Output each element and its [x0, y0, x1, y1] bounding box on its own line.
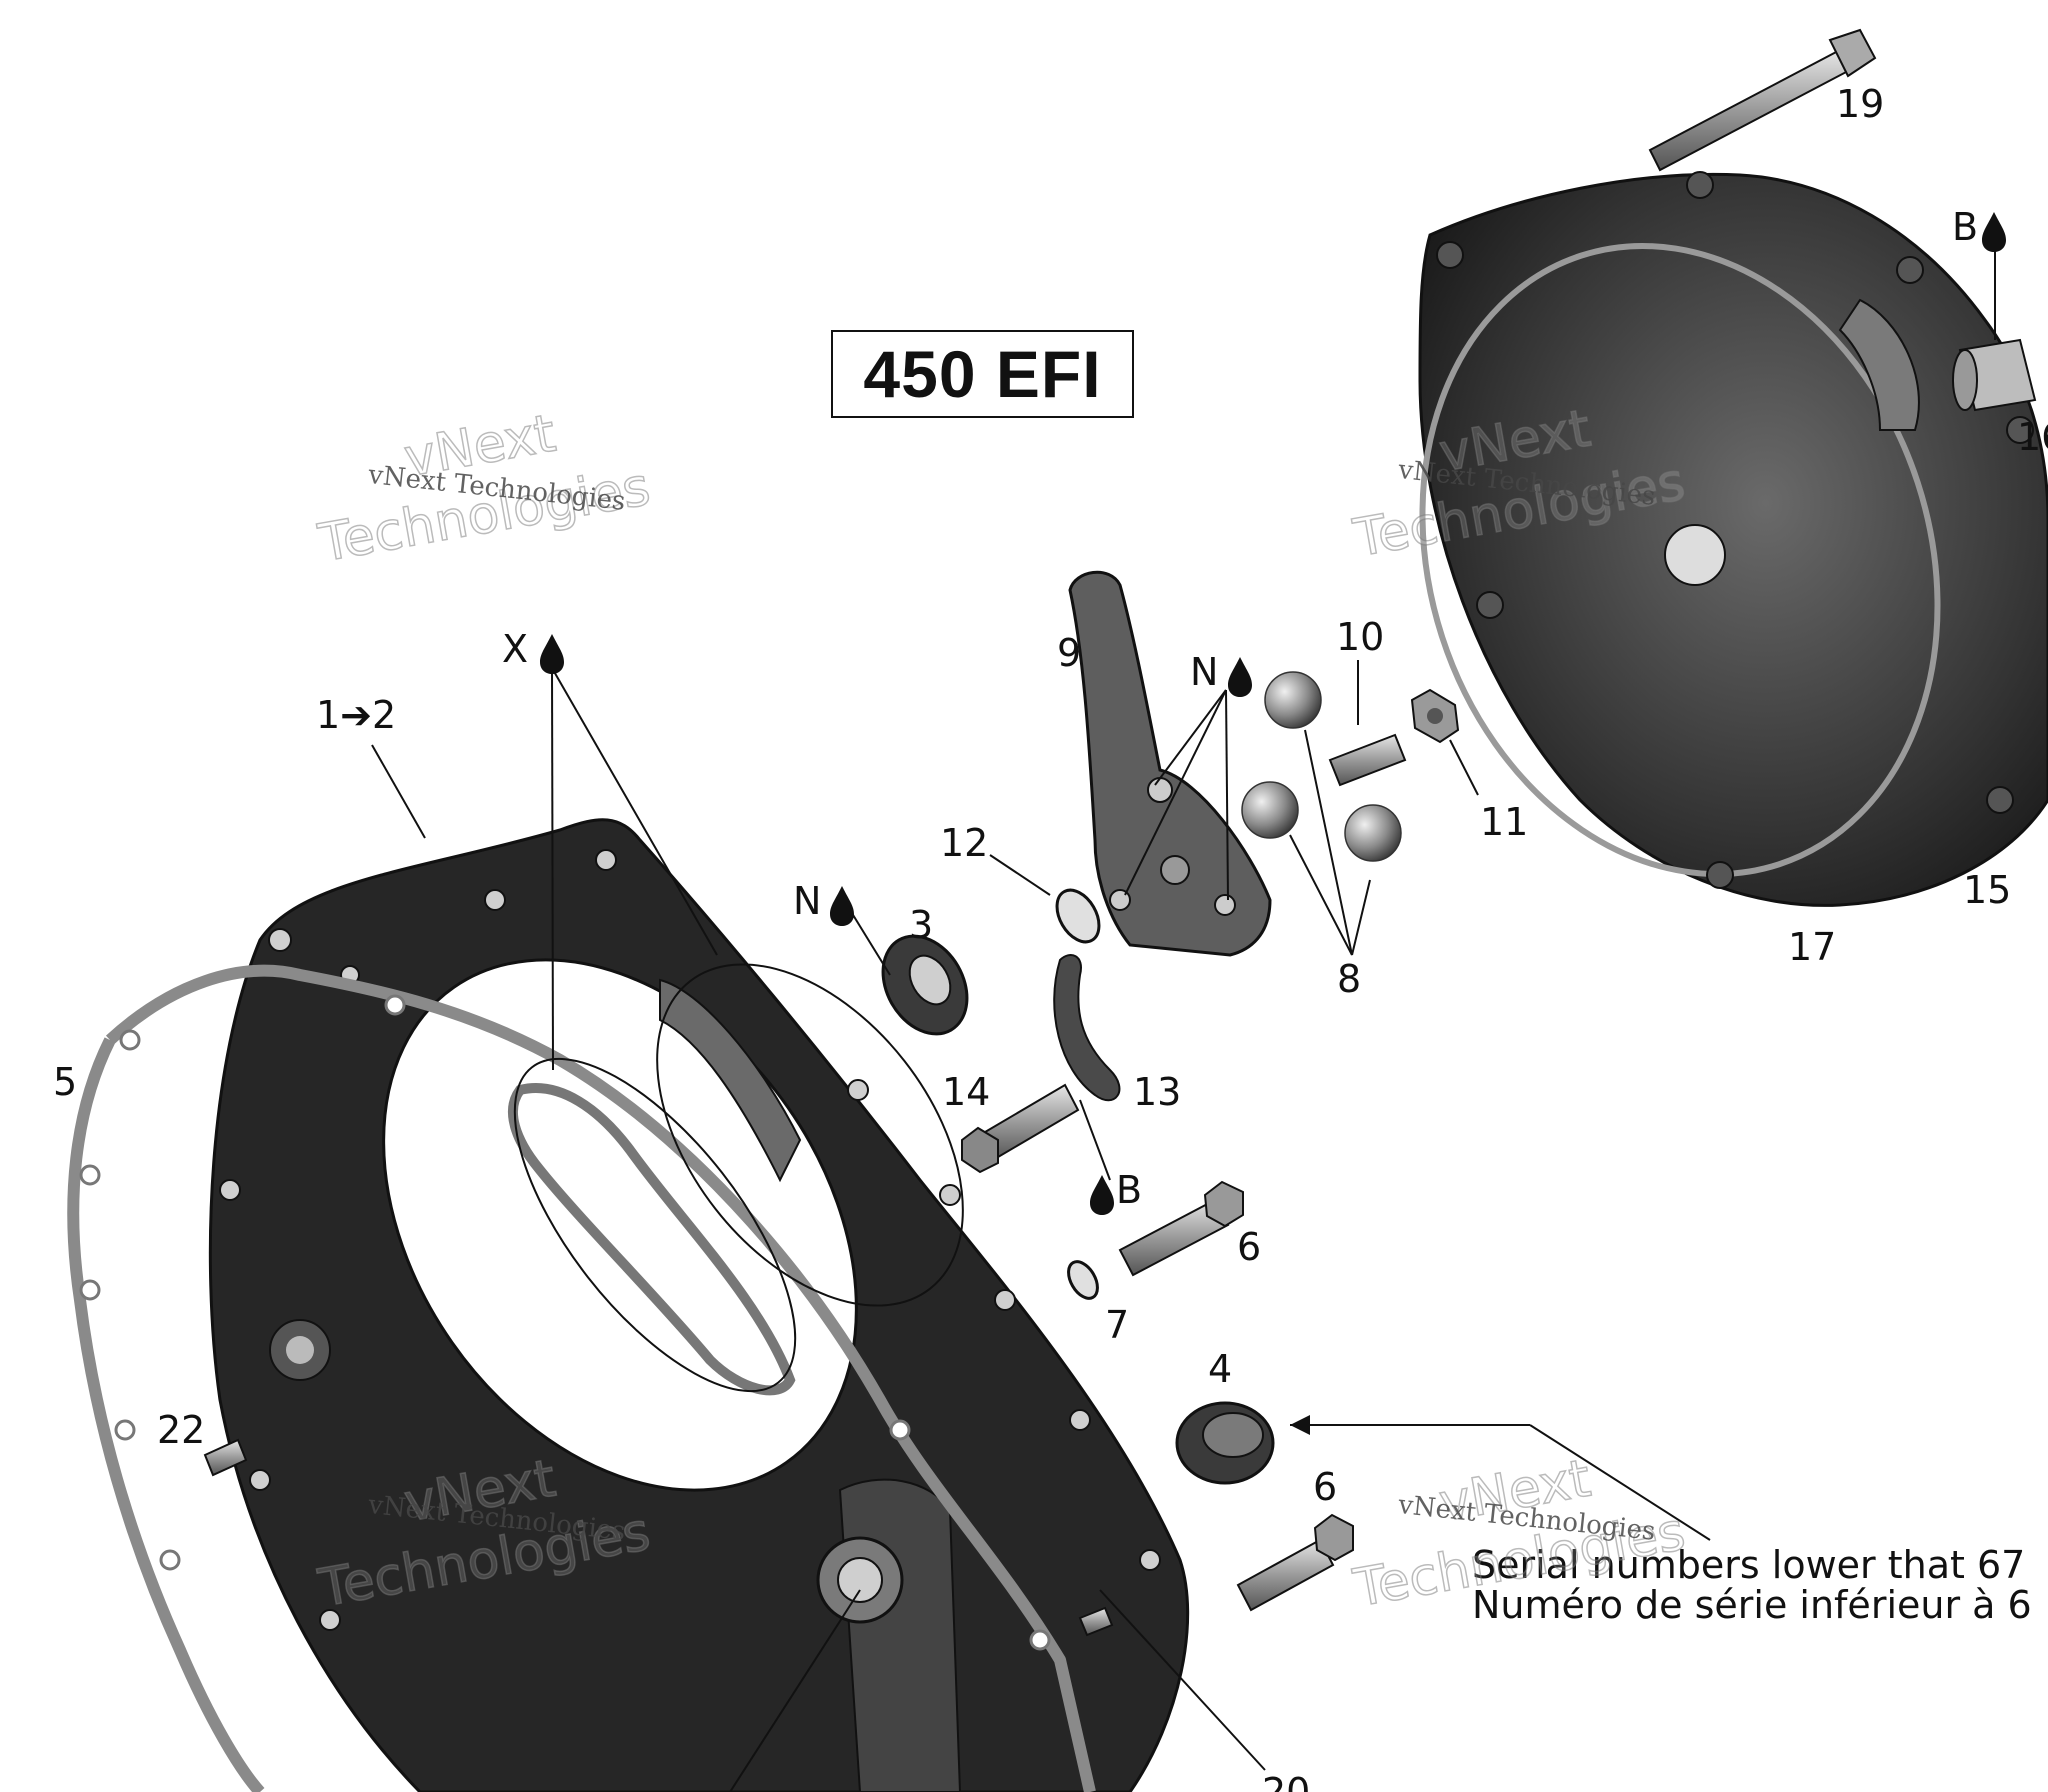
- plug-4: [1175, 1401, 1275, 1485]
- callout-9: 9: [1057, 631, 1081, 675]
- dowel-20: [1078, 1606, 1114, 1637]
- svg-text:X: X: [502, 627, 528, 671]
- callout-8: 8: [1337, 957, 1361, 1001]
- model-title: 450 EFI: [863, 337, 1102, 411]
- screw-6-upper: [1118, 1180, 1244, 1277]
- lever-9: [1068, 570, 1272, 957]
- lube-marker-n-lever: N: [1190, 650, 1252, 697]
- callout-4: 4: [1208, 1347, 1232, 1391]
- lube-marker-b-screw: B: [1090, 1168, 1142, 1215]
- callout-22: 22: [157, 1408, 205, 1452]
- callout-3: 3: [909, 903, 933, 947]
- lube-marker-b-bushing: B: [1952, 205, 2006, 252]
- serial-note-en: Serial numbers lower that 67: [1472, 1543, 2026, 1587]
- leader-lines: [371, 240, 1996, 1792]
- detail-ellipse-1: [513, 1057, 797, 1393]
- balls-8: [1241, 671, 1402, 862]
- washer-7: [1067, 1260, 1099, 1300]
- tab-13: [1053, 954, 1121, 1102]
- callout-20: 20: [1262, 1770, 1310, 1792]
- svg-text:B: B: [1952, 205, 1978, 249]
- drop-icon: [1228, 657, 1252, 697]
- screw-14: [961, 1083, 1080, 1174]
- svg-text:B: B: [1116, 1168, 1142, 1212]
- dowel-22: [203, 1438, 248, 1477]
- callout-17: 17: [1788, 925, 1836, 969]
- pin-10: [1328, 733, 1407, 787]
- serial-note-fr: Numéro de série inférieur à 6: [1472, 1583, 2032, 1627]
- callout-11: 11: [1480, 800, 1528, 844]
- callouts: 1➔2 3 4 5 6 6 7 8 9 10 11 12 13 14 15 16…: [53, 82, 2048, 1792]
- callout-6-lower: 6: [1313, 1465, 1337, 1509]
- seal-gasket: [507, 1083, 796, 1396]
- callout-7: 7: [1105, 1303, 1129, 1347]
- oil-seal-3: [881, 934, 969, 1036]
- drop-icon: [1090, 1175, 1114, 1215]
- callout-5: 5: [53, 1060, 77, 1104]
- callout-14: 14: [942, 1070, 990, 1114]
- callout-16: 16: [2017, 415, 2048, 459]
- callout-12: 12: [940, 821, 988, 865]
- drop-icon: [540, 634, 564, 674]
- callout-6-upper: 6: [1237, 1225, 1261, 1269]
- callout-15: 15: [1963, 868, 2011, 912]
- lube-marker-x: X: [502, 627, 564, 674]
- arrow-head: [1290, 1415, 1310, 1435]
- model-title-box: 450 EFI: [831, 330, 1134, 418]
- crankcase-cover: [208, 818, 1190, 1792]
- svg-text:N: N: [1190, 650, 1218, 694]
- bolt-19: [1648, 28, 1877, 172]
- drop-icon: [1982, 212, 2006, 252]
- lube-markers: X N N B B: [502, 205, 2006, 1215]
- callout-10: 10: [1336, 615, 1384, 659]
- magneto-cover: [1418, 171, 2048, 907]
- callout-19: 19: [1836, 82, 1884, 126]
- lube-marker-n-seal: N: [793, 879, 854, 926]
- svg-text:N: N: [793, 879, 821, 923]
- screw-6-lower: [1236, 1513, 1354, 1612]
- bushing-16: [1952, 338, 2037, 412]
- gasket-5-holes: [79, 994, 1051, 1651]
- drop-icon: [830, 886, 854, 926]
- callout-1-2: 1➔2: [316, 693, 396, 737]
- gasket-5: [67, 964, 1096, 1792]
- nut-11: [1410, 688, 1460, 744]
- detail-ellipse-2: [656, 963, 964, 1307]
- callout-13: 13: [1133, 1070, 1181, 1114]
- washer-12: [1055, 888, 1101, 944]
